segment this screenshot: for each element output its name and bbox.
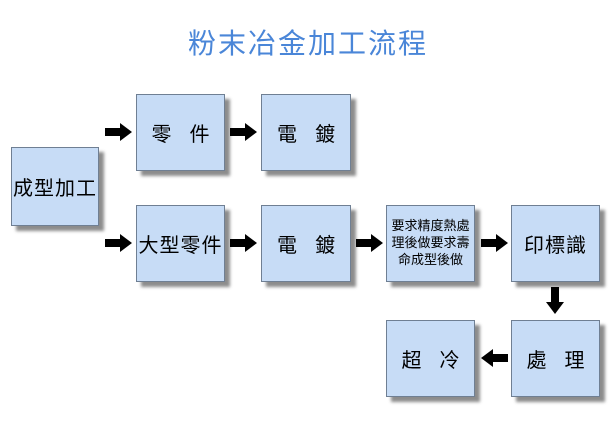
node-plating-mid-label: 電鍍 xyxy=(277,233,353,257)
node-marking: 印標識 xyxy=(511,205,600,282)
node-treatment: 處理 xyxy=(511,320,600,397)
arrow-right-icon xyxy=(230,123,257,141)
node-large-part: 大型零件 xyxy=(136,205,225,282)
node-plating-mid: 電鍍 xyxy=(261,205,351,282)
arrow-right-icon xyxy=(481,234,508,252)
node-large-part-label: 大型零件 xyxy=(138,233,223,257)
node-precision-line3: 命成型後做 xyxy=(397,253,463,268)
arrow-left-icon xyxy=(481,349,508,367)
node-plating-top: 電鍍 xyxy=(261,94,351,171)
node-part: 零件 xyxy=(136,94,225,171)
node-cooling: 超冷 xyxy=(386,320,475,397)
arrow-right-icon xyxy=(356,234,383,252)
node-marking-label: 印標識 xyxy=(524,233,587,257)
node-forming: 成型加工 xyxy=(11,147,99,226)
node-precision-line2: 理後做要求壽 xyxy=(391,236,470,251)
arrow-right-icon xyxy=(230,234,257,252)
node-plating-top-label: 電鍍 xyxy=(277,122,353,146)
arrow-right-icon xyxy=(105,234,132,252)
node-cooling-label: 超冷 xyxy=(401,348,478,372)
node-precision-line1: 要求精度熱處 xyxy=(391,219,470,234)
arrow-down-icon xyxy=(546,287,564,314)
node-part-label: 零件 xyxy=(151,122,228,146)
arrow-right-icon xyxy=(105,123,132,141)
node-precision: 要求精度熱處 理後做要求壽 命成型後做 xyxy=(386,205,475,282)
node-forming-label: 成型加工 xyxy=(13,176,97,200)
page-title: 粉末冶金加工流程 xyxy=(187,27,428,60)
node-treatment-label: 處理 xyxy=(526,348,603,372)
